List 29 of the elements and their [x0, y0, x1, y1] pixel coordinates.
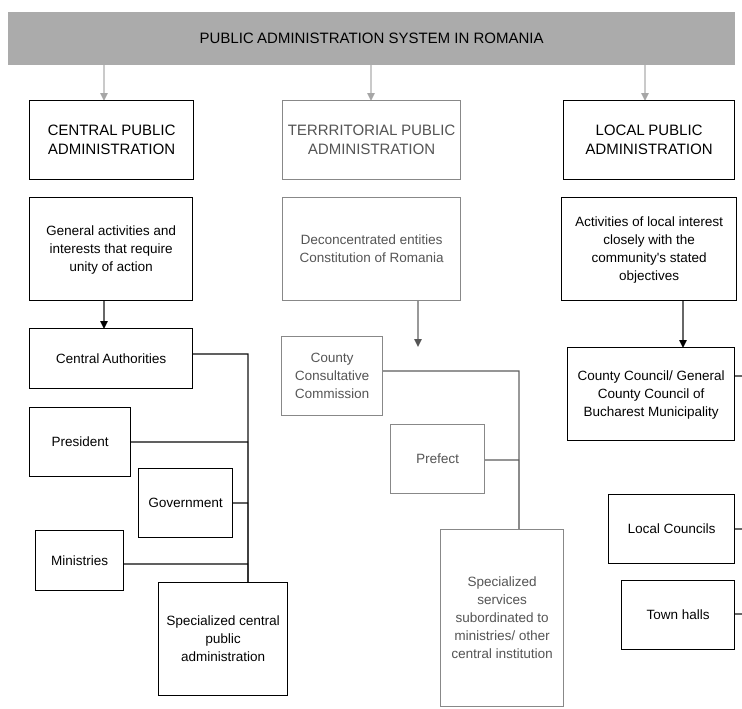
authority-box: Ministries: [35, 530, 124, 591]
authority-box: Central Authorities: [29, 328, 193, 389]
category-box: TERRRITORIAL PUBLIC ADMINISTRATION: [282, 100, 461, 180]
arrow: [679, 301, 687, 348]
arrow: [100, 301, 108, 329]
header-banner: PUBLIC ADMINISTRATION SYSTEM IN ROMANIA: [8, 12, 735, 65]
authority-box: Government: [138, 468, 233, 538]
arrow: [367, 65, 375, 101]
connector-line: [124, 563, 249, 582]
authority-box: Specialized central public administration: [158, 582, 288, 696]
description-box: Activities of local interest closely with the community's stated objectives: [561, 197, 737, 301]
description-box: General activities and interests that require unity of action: [29, 197, 193, 301]
category-box: LOCAL PUBLIC ADMINISTRATION: [563, 100, 735, 180]
authority-box: Specialized services subordinated to ministries/ other central institution: [440, 529, 564, 707]
arrow: [641, 65, 649, 101]
description-box: Deconcentrated entities Constitution of Romania: [282, 197, 461, 301]
authority-box: County Council/ General County Council of Bucharest Municipality: [567, 347, 735, 441]
arrow: [414, 301, 422, 347]
authority-box: President: [29, 407, 131, 477]
authority-box: County Consultative Commission: [281, 336, 383, 416]
arrow: [100, 65, 108, 101]
authority-box: Local Councils: [608, 494, 735, 564]
authority-box: Town halls: [621, 580, 735, 650]
connector-line: [485, 459, 520, 529]
category-box: CENTRAL PUBLIC ADMINISTRATION: [29, 100, 194, 180]
connector-line: [735, 375, 742, 377]
connector-line: [735, 528, 742, 530]
connector-line: [735, 613, 742, 615]
authority-box: Prefect: [390, 424, 485, 494]
